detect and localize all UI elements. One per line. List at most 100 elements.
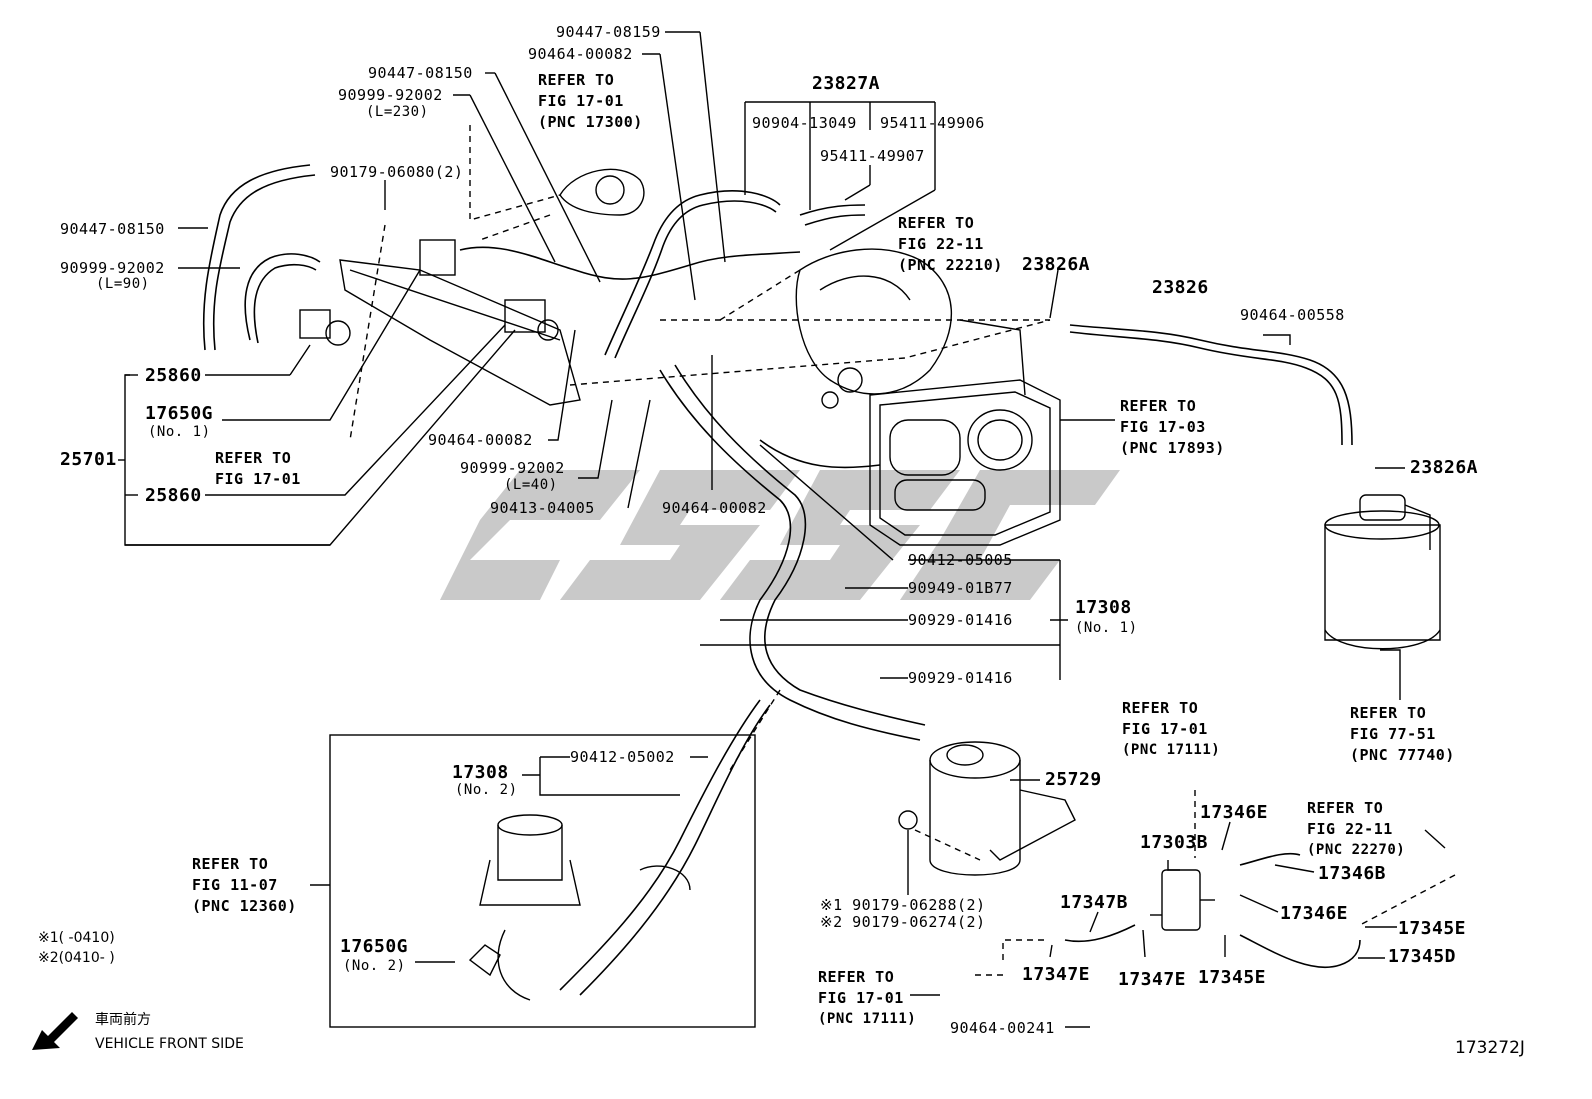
direction-label-ja: 車両前方	[95, 1012, 151, 1028]
part-90447-08150-left[interactable]: 90447-08150	[60, 220, 165, 238]
length-l40: (L=40)	[504, 477, 558, 493]
part-90179-06080[interactable]: 90179-06080(2)	[330, 163, 464, 181]
vacuum-tank-illustration	[898, 741, 1076, 876]
number-no1-b: (No. 1)	[1075, 620, 1138, 636]
ref-fig-17-01-left[interactable]: REFER TO FIG 17-01	[215, 448, 301, 490]
ref-line: FIG 22-11	[1307, 820, 1393, 838]
part-17347e-b[interactable]: 17347E	[1118, 969, 1187, 990]
part-90949-01b77[interactable]: 90949-01B77	[908, 579, 1013, 597]
part-90464-00082-top[interactable]: 90464-00082	[528, 45, 633, 63]
part-90464-00558[interactable]: 90464-00558	[1240, 306, 1345, 324]
ref-line: (PNC 17111)	[1122, 742, 1221, 758]
ref-fig-22-11-pnc-22210[interactable]: REFER TO FIG 22-11 (PNC 22210)	[898, 213, 1003, 276]
inset-frame	[329, 734, 756, 1028]
canister-illustration	[1324, 494, 1441, 650]
part-90999-92002-left[interactable]: 90999-92002	[60, 259, 165, 277]
ref-line: (PNC 17111)	[818, 1011, 917, 1027]
part-90413-04005[interactable]: 90413-04005	[490, 499, 595, 517]
leader-lines	[125, 31, 1446, 1028]
ref-fig-11-07-pnc-12360[interactable]: REFER TO FIG 11-07 (PNC 12360)	[192, 854, 297, 917]
footnote-2: ※2(0410- )	[38, 950, 115, 966]
ref-line: FIG 11-07	[192, 876, 278, 894]
part-17303b[interactable]: 17303B	[1140, 832, 1209, 853]
footnote-1: ※1( -0410)	[38, 930, 115, 946]
ref-line: (PNC 77740)	[1350, 746, 1455, 764]
ref-line: (PNC 12360)	[192, 897, 297, 915]
part-90999-92002-top[interactable]: 90999-92002	[338, 86, 443, 104]
ref-line: REFER TO	[1350, 704, 1427, 722]
part-90464-00082-mid[interactable]: 90464-00082	[428, 431, 533, 449]
part-90904-13049[interactable]: 90904-13049	[752, 114, 857, 132]
part-23826a-right[interactable]: 23826A	[1410, 457, 1479, 478]
ref-line: (PNC 17893)	[1120, 439, 1225, 457]
length-l230: (L=230)	[366, 104, 429, 120]
part-95411-49906[interactable]: 95411-49906	[880, 114, 985, 132]
part-95411-49907[interactable]: 95411-49907	[820, 147, 925, 165]
part-90999-92002-mid[interactable]: 90999-92002	[460, 459, 565, 477]
part-23826a-top[interactable]: 23826A	[1022, 254, 1091, 275]
part-90464-00241[interactable]: 90464-00241	[950, 1019, 1055, 1037]
ref-line: FIG 17-01	[1122, 720, 1208, 738]
ref-fig-17-01-pnc-17111-bottom[interactable]: REFER TO FIG 17-01 (PNC 17111)	[818, 967, 916, 1030]
front-direction-arrow-icon	[32, 1012, 78, 1050]
part-17308-no2[interactable]: 17308	[452, 762, 509, 783]
part-90929-01416-b[interactable]: 90929-01416	[908, 669, 1013, 687]
part-17345e-a[interactable]: 17345E	[1398, 918, 1467, 939]
vsv-top-illustration	[559, 168, 645, 216]
part-90447-08150-top[interactable]: 90447-08150	[368, 64, 473, 82]
ref-line: FIG 17-01	[215, 470, 301, 488]
ref-line: REFER TO	[192, 855, 269, 873]
part-17650g-bottom[interactable]: 17650G	[340, 936, 409, 957]
part-17346e-b[interactable]: 17346E	[1280, 903, 1349, 924]
number-no2-b: (No. 2)	[343, 958, 406, 974]
part-17347b[interactable]: 17347B	[1060, 892, 1129, 913]
part-17346b[interactable]: 17346B	[1318, 863, 1387, 884]
ref-line: REFER TO	[538, 71, 615, 89]
part-17347e-a[interactable]: 17347E	[1022, 964, 1091, 985]
ref-fig-17-01-pnc-17300[interactable]: REFER TO FIG 17-01 (PNC 17300)	[538, 70, 643, 133]
ref-line: REFER TO	[1307, 799, 1384, 817]
ref-line: (PNC 17300)	[538, 113, 643, 131]
ref-line: FIG 22-11	[898, 235, 984, 253]
part-90179-06288[interactable]: ※1 90179-06288(2)	[820, 896, 986, 914]
ref-line: REFER TO	[1120, 397, 1197, 415]
vsv-17303b-illustration	[1150, 869, 1215, 931]
length-l90: (L=90)	[96, 276, 150, 292]
part-90447-08159[interactable]: 90447-08159	[556, 23, 661, 41]
vsv-bracket-illustration	[299, 239, 581, 406]
ref-fig-17-01-pnc-17111-mid[interactable]: REFER TO FIG 17-01 (PNC 17111)	[1122, 698, 1220, 761]
ref-line: FIG 77-51	[1350, 725, 1436, 743]
part-23826[interactable]: 23826	[1152, 277, 1209, 298]
part-17345d[interactable]: 17345D	[1388, 946, 1457, 967]
part-17308-no1[interactable]: 17308	[1075, 597, 1132, 618]
part-23827a[interactable]: 23827A	[812, 73, 881, 94]
part-90412-05002[interactable]: 90412-05002	[570, 748, 675, 766]
part-25701[interactable]: 25701	[60, 449, 117, 470]
part-25729[interactable]: 25729	[1045, 769, 1102, 790]
part-17346e-a[interactable]: 17346E	[1200, 802, 1269, 823]
inset-illustration	[468, 814, 691, 1001]
ref-line: (PNC 22270)	[1307, 842, 1406, 858]
ref-fig-77-51-pnc-77740[interactable]: REFER TO FIG 77-51 (PNC 77740)	[1350, 703, 1455, 766]
ref-line: REFER TO	[818, 968, 895, 986]
direction-label-en: VEHICLE FRONT SIDE	[95, 1036, 244, 1052]
ref-line: (PNC 22210)	[898, 256, 1003, 274]
hoses	[202, 164, 1361, 996]
part-90412-05005[interactable]: 90412-05005	[908, 551, 1013, 569]
part-17345e-b[interactable]: 17345E	[1198, 967, 1267, 988]
part-17650g-top[interactable]: 17650G	[145, 403, 214, 424]
diagram-id: 173272J	[1455, 1038, 1525, 1058]
ref-line: REFER TO	[215, 449, 292, 467]
part-25860-b[interactable]: 25860	[145, 485, 202, 506]
number-no1-a: (No. 1)	[148, 424, 211, 440]
ref-fig-17-03-pnc-17893[interactable]: REFER TO FIG 17-03 (PNC 17893)	[1120, 396, 1225, 459]
ref-line: FIG 17-01	[818, 989, 904, 1007]
part-90464-00082-c[interactable]: 90464-00082	[662, 499, 767, 517]
number-no2-a: (No. 2)	[455, 782, 518, 798]
part-25860-a[interactable]: 25860	[145, 365, 202, 386]
part-90179-06274[interactable]: ※2 90179-06274(2)	[820, 913, 986, 931]
part-90929-01416-a[interactable]: 90929-01416	[908, 611, 1013, 629]
ref-line: FIG 17-01	[538, 92, 624, 110]
ref-fig-22-11-pnc-22270[interactable]: REFER TO FIG 22-11 (PNC 22270)	[1307, 798, 1405, 861]
